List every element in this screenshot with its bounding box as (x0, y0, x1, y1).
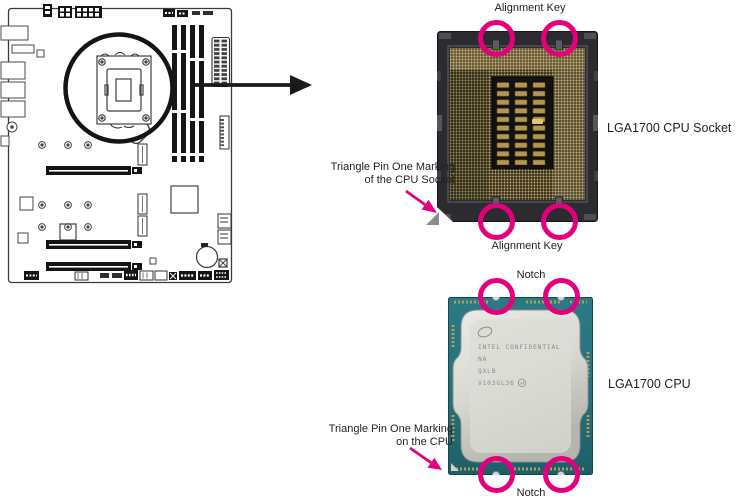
cpu-pin-one-label-line2: on the CPU (396, 436, 453, 448)
ihs-text-line2: NA (478, 356, 487, 363)
alignment-key-label-top: Alignment Key (494, 2, 566, 14)
notch-circle-bottom-right (542, 455, 580, 493)
socket-pin-field (450, 48, 585, 200)
chipset (170, 185, 199, 214)
notch-circle-bottom-left (477, 455, 515, 493)
ihs-text-line4: V103GL36 (478, 380, 515, 387)
cpu-heat-spreader: INTEL CONFIDENTIAL NA QXLB V103GL36 e4 (452, 309, 589, 463)
cpu-pin-one-label: Triangle Pin One Marking on the CPU (329, 423, 453, 449)
rear-io-ports (0, 25, 45, 147)
cmos-battery (195, 243, 228, 269)
atx-24pin-connector (211, 36, 231, 88)
right-edge-header (219, 115, 230, 150)
cpu-pin-one-arrow (409, 446, 442, 470)
cpu-socket-drawing (96, 52, 152, 145)
socket-pin-one-label-line2: of the CPU Socket (364, 174, 456, 186)
pointer-arrow (192, 75, 312, 95)
ihs-text-line3: QXLB (478, 368, 496, 375)
alignment-key-circle-top-left (477, 19, 515, 57)
motherboard-diagram (0, 4, 233, 284)
notch-label-top: Notch (516, 269, 546, 281)
cpu-title: LGA1700 CPU (608, 377, 691, 391)
power-connectors (43, 4, 213, 18)
m2-connectors (137, 143, 148, 237)
lga1700-socket-photo (437, 31, 598, 222)
socket-pin-one-label-line1: Triangle Pin One Marking (330, 161, 455, 173)
notch-label-bottom: Notch (516, 487, 546, 499)
alignment-key-circle-top-right (540, 19, 578, 57)
ihs-text-line1: INTEL CONFIDENTIAL (478, 344, 561, 351)
cpu-pin-one-triangle (451, 463, 459, 471)
cpu-pin-one-label-line1: Triangle Pin One Marking (328, 423, 453, 435)
intel-logo-outline (477, 326, 493, 338)
sata-ports (217, 213, 232, 245)
alignment-key-label-bottom: Alignment Key (491, 240, 563, 252)
alignment-key-circle-bottom-left (477, 202, 515, 240)
dimm-slots (172, 25, 204, 162)
ihs-emark: e4 (520, 381, 525, 386)
pcie-slots (46, 166, 142, 271)
alignment-key-circle-bottom-right (540, 202, 578, 240)
socket-pin-one-label: Triangle Pin One Marking of the CPU Sock… (331, 161, 455, 187)
bottom-headers (24, 270, 229, 281)
socket-capacitor-area (491, 76, 554, 170)
notch-circle-top-left (477, 277, 515, 315)
lga1700-cpu-photo: INTEL CONFIDENTIAL NA QXLB V103GL36 e4 (448, 297, 593, 475)
notch-circle-top-right (542, 277, 580, 315)
mounting-holes (17, 141, 157, 265)
socket-pin-one-triangle (426, 212, 439, 225)
socket-title: LGA1700 CPU Socket (607, 121, 732, 135)
socket-pin-one-arrow (405, 189, 437, 213)
